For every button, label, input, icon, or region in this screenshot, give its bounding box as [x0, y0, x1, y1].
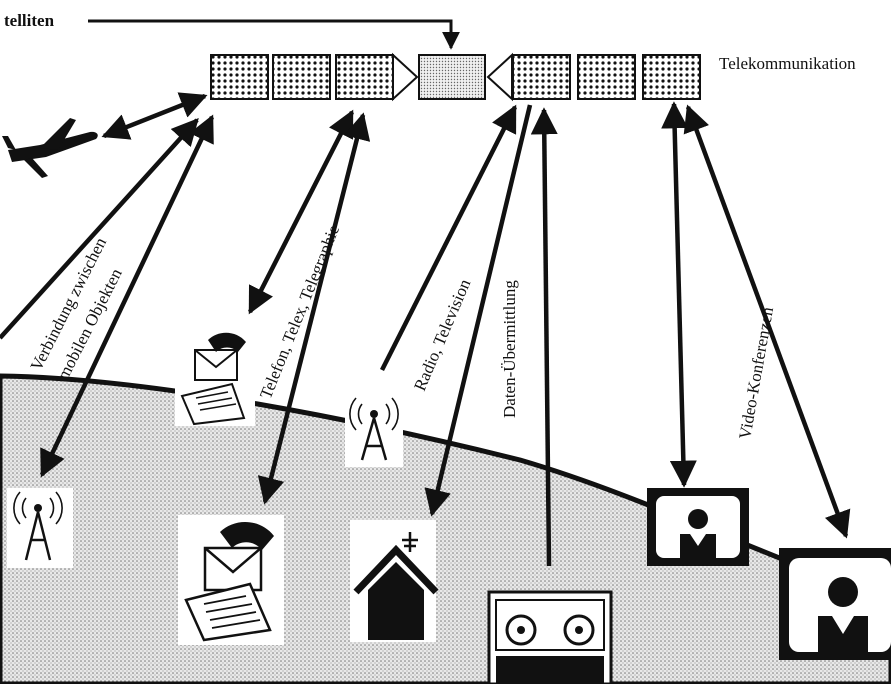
antenna-tower-icon	[345, 393, 403, 467]
satellite-pointer-arrow	[88, 19, 460, 50]
arrow-broadcast-house	[424, 104, 533, 517]
antenna-tower-icon	[7, 488, 73, 568]
video-monitor-icon	[647, 488, 749, 566]
telephone-letter-icon	[175, 328, 255, 426]
data-tape-icon	[487, 590, 613, 684]
satellite-pointer-label: telliten	[4, 11, 55, 30]
satellite-icon	[210, 52, 701, 102]
link-arrows	[0, 92, 851, 567]
arrow-video-far	[683, 104, 851, 539]
data-label: Daten-Übermittlung	[500, 280, 519, 418]
earth-surface	[0, 373, 891, 684]
video-label: Video-Konferenzen	[735, 305, 777, 441]
arrow-video-near	[661, 101, 697, 488]
arrow-mobile-antenna	[39, 114, 215, 478]
airplane-icon	[2, 118, 98, 178]
house-antenna-icon	[350, 520, 439, 642]
arrow-broadcast-up	[379, 104, 518, 372]
telephony-label: Telefon, Telex, Telegraphie	[256, 222, 343, 401]
arrow-telephony-ground	[257, 112, 371, 505]
telephone-letter-icon	[178, 515, 284, 645]
telecom-label: Telekommunikation	[719, 54, 856, 73]
arrow-data	[530, 107, 558, 567]
video-monitor-icon	[779, 548, 891, 660]
